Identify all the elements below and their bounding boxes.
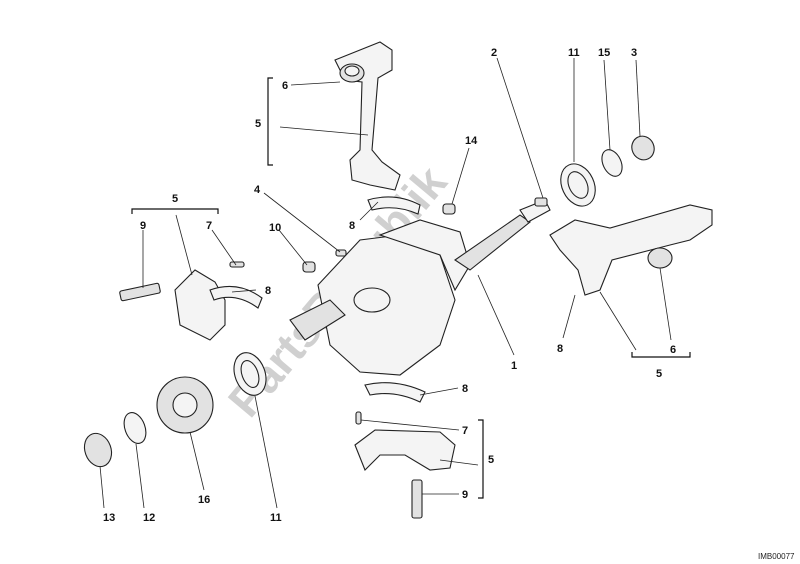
label-8-top: 8: [349, 220, 355, 232]
label-6-right: 6: [670, 344, 676, 356]
label-11-lower: 11: [270, 512, 282, 524]
bearing-shell-left: [209, 285, 263, 309]
key-10: [302, 261, 316, 273]
label-13: 13: [103, 512, 115, 524]
label-5-top: 5: [255, 118, 261, 130]
label-5-lower: 5: [488, 454, 494, 466]
label-8-lower: 8: [462, 383, 468, 395]
label-9-lower: 9: [462, 489, 468, 501]
bearing-shell-upper: [367, 196, 421, 215]
label-1: 1: [511, 360, 517, 372]
bracket-5-right: [631, 352, 691, 358]
bracket-5-left: [131, 208, 219, 214]
key-2: [534, 197, 548, 207]
pin-4: [335, 249, 347, 257]
label-11-top: 11: [568, 47, 580, 59]
rod-cap-left: [174, 269, 226, 341]
label-16: 16: [198, 494, 210, 506]
pin-7-lower: [355, 411, 362, 425]
label-14: 14: [465, 135, 478, 147]
bracket-5-lower: [478, 419, 484, 499]
label-4: 4: [254, 184, 261, 196]
bolt-9-left: [119, 282, 161, 302]
label-5-right: 5: [656, 368, 662, 380]
pin-7-left: [229, 261, 245, 268]
label-10: 10: [269, 222, 281, 234]
leader-lines: [99, 57, 672, 509]
washer-15: [601, 149, 623, 177]
washer-12: [123, 412, 147, 444]
connecting-rod-right: [549, 204, 713, 296]
label-9-left: 9: [140, 220, 146, 232]
label-8-left: 8: [265, 285, 271, 297]
bracket-5-top: [267, 77, 273, 166]
label-15: 15: [598, 47, 610, 59]
connecting-rod-upper: [334, 41, 401, 191]
rod-cap-lower: [354, 429, 456, 471]
label-3: 3: [631, 47, 637, 59]
label-8-right: 8: [557, 343, 563, 355]
nut-3: [631, 135, 655, 161]
nut-13: [83, 432, 113, 468]
label-12: 12: [143, 512, 155, 524]
bearing-shell-lower: [364, 382, 426, 403]
bolt-9-lower: [411, 479, 423, 519]
key-14: [442, 203, 456, 215]
label-6-top: 6: [282, 80, 288, 92]
label-2: 2: [491, 47, 497, 59]
crankshaft: [289, 199, 551, 376]
label-5-left: 5: [172, 193, 178, 205]
label-7-left: 7: [206, 220, 212, 232]
image-code: IMB00077: [758, 552, 795, 561]
label-7-lower: 7: [462, 425, 468, 437]
